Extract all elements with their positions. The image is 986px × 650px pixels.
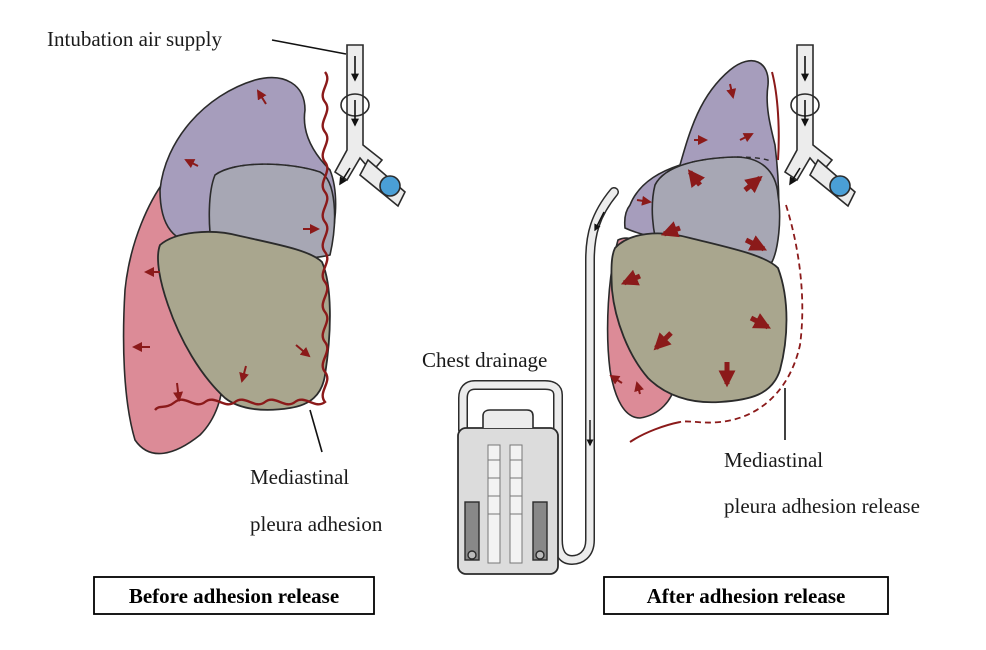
before-lung bbox=[122, 39, 406, 455]
svg-text:After adhesion release: After adhesion release bbox=[647, 584, 846, 608]
label-mediastinal-left-1: Mediastinal bbox=[250, 465, 349, 489]
lower-lobe-left bbox=[157, 231, 331, 411]
adhesion-wave-left bbox=[154, 71, 329, 411]
expansion-arrows-right bbox=[620, 169, 772, 388]
released-pleura-dashed bbox=[679, 204, 804, 424]
caption-after: After adhesion release bbox=[603, 576, 889, 615]
intubation-tube-right bbox=[783, 44, 856, 208]
svg-text:Before adhesion release: Before adhesion release bbox=[129, 584, 339, 608]
label-intubation-air-supply: Intubation air supply bbox=[47, 27, 222, 51]
label-mediastinal-left-2: pleura adhesion bbox=[250, 512, 383, 536]
lower-lobe-right bbox=[610, 232, 788, 404]
intubation-tube-left bbox=[333, 44, 406, 208]
pressure-arrows-right-small bbox=[609, 83, 754, 395]
caption-before: Before adhesion release bbox=[93, 576, 375, 615]
label-mediastinal-right-2: pleura adhesion release bbox=[724, 494, 920, 518]
after-lung bbox=[606, 44, 856, 443]
chest-drainage-system bbox=[457, 187, 619, 575]
pressure-arrows-left bbox=[132, 89, 320, 402]
label-mediastinal-right-1: Mediastinal bbox=[724, 448, 823, 472]
label-chest-drainage: Chest drainage bbox=[422, 348, 547, 372]
